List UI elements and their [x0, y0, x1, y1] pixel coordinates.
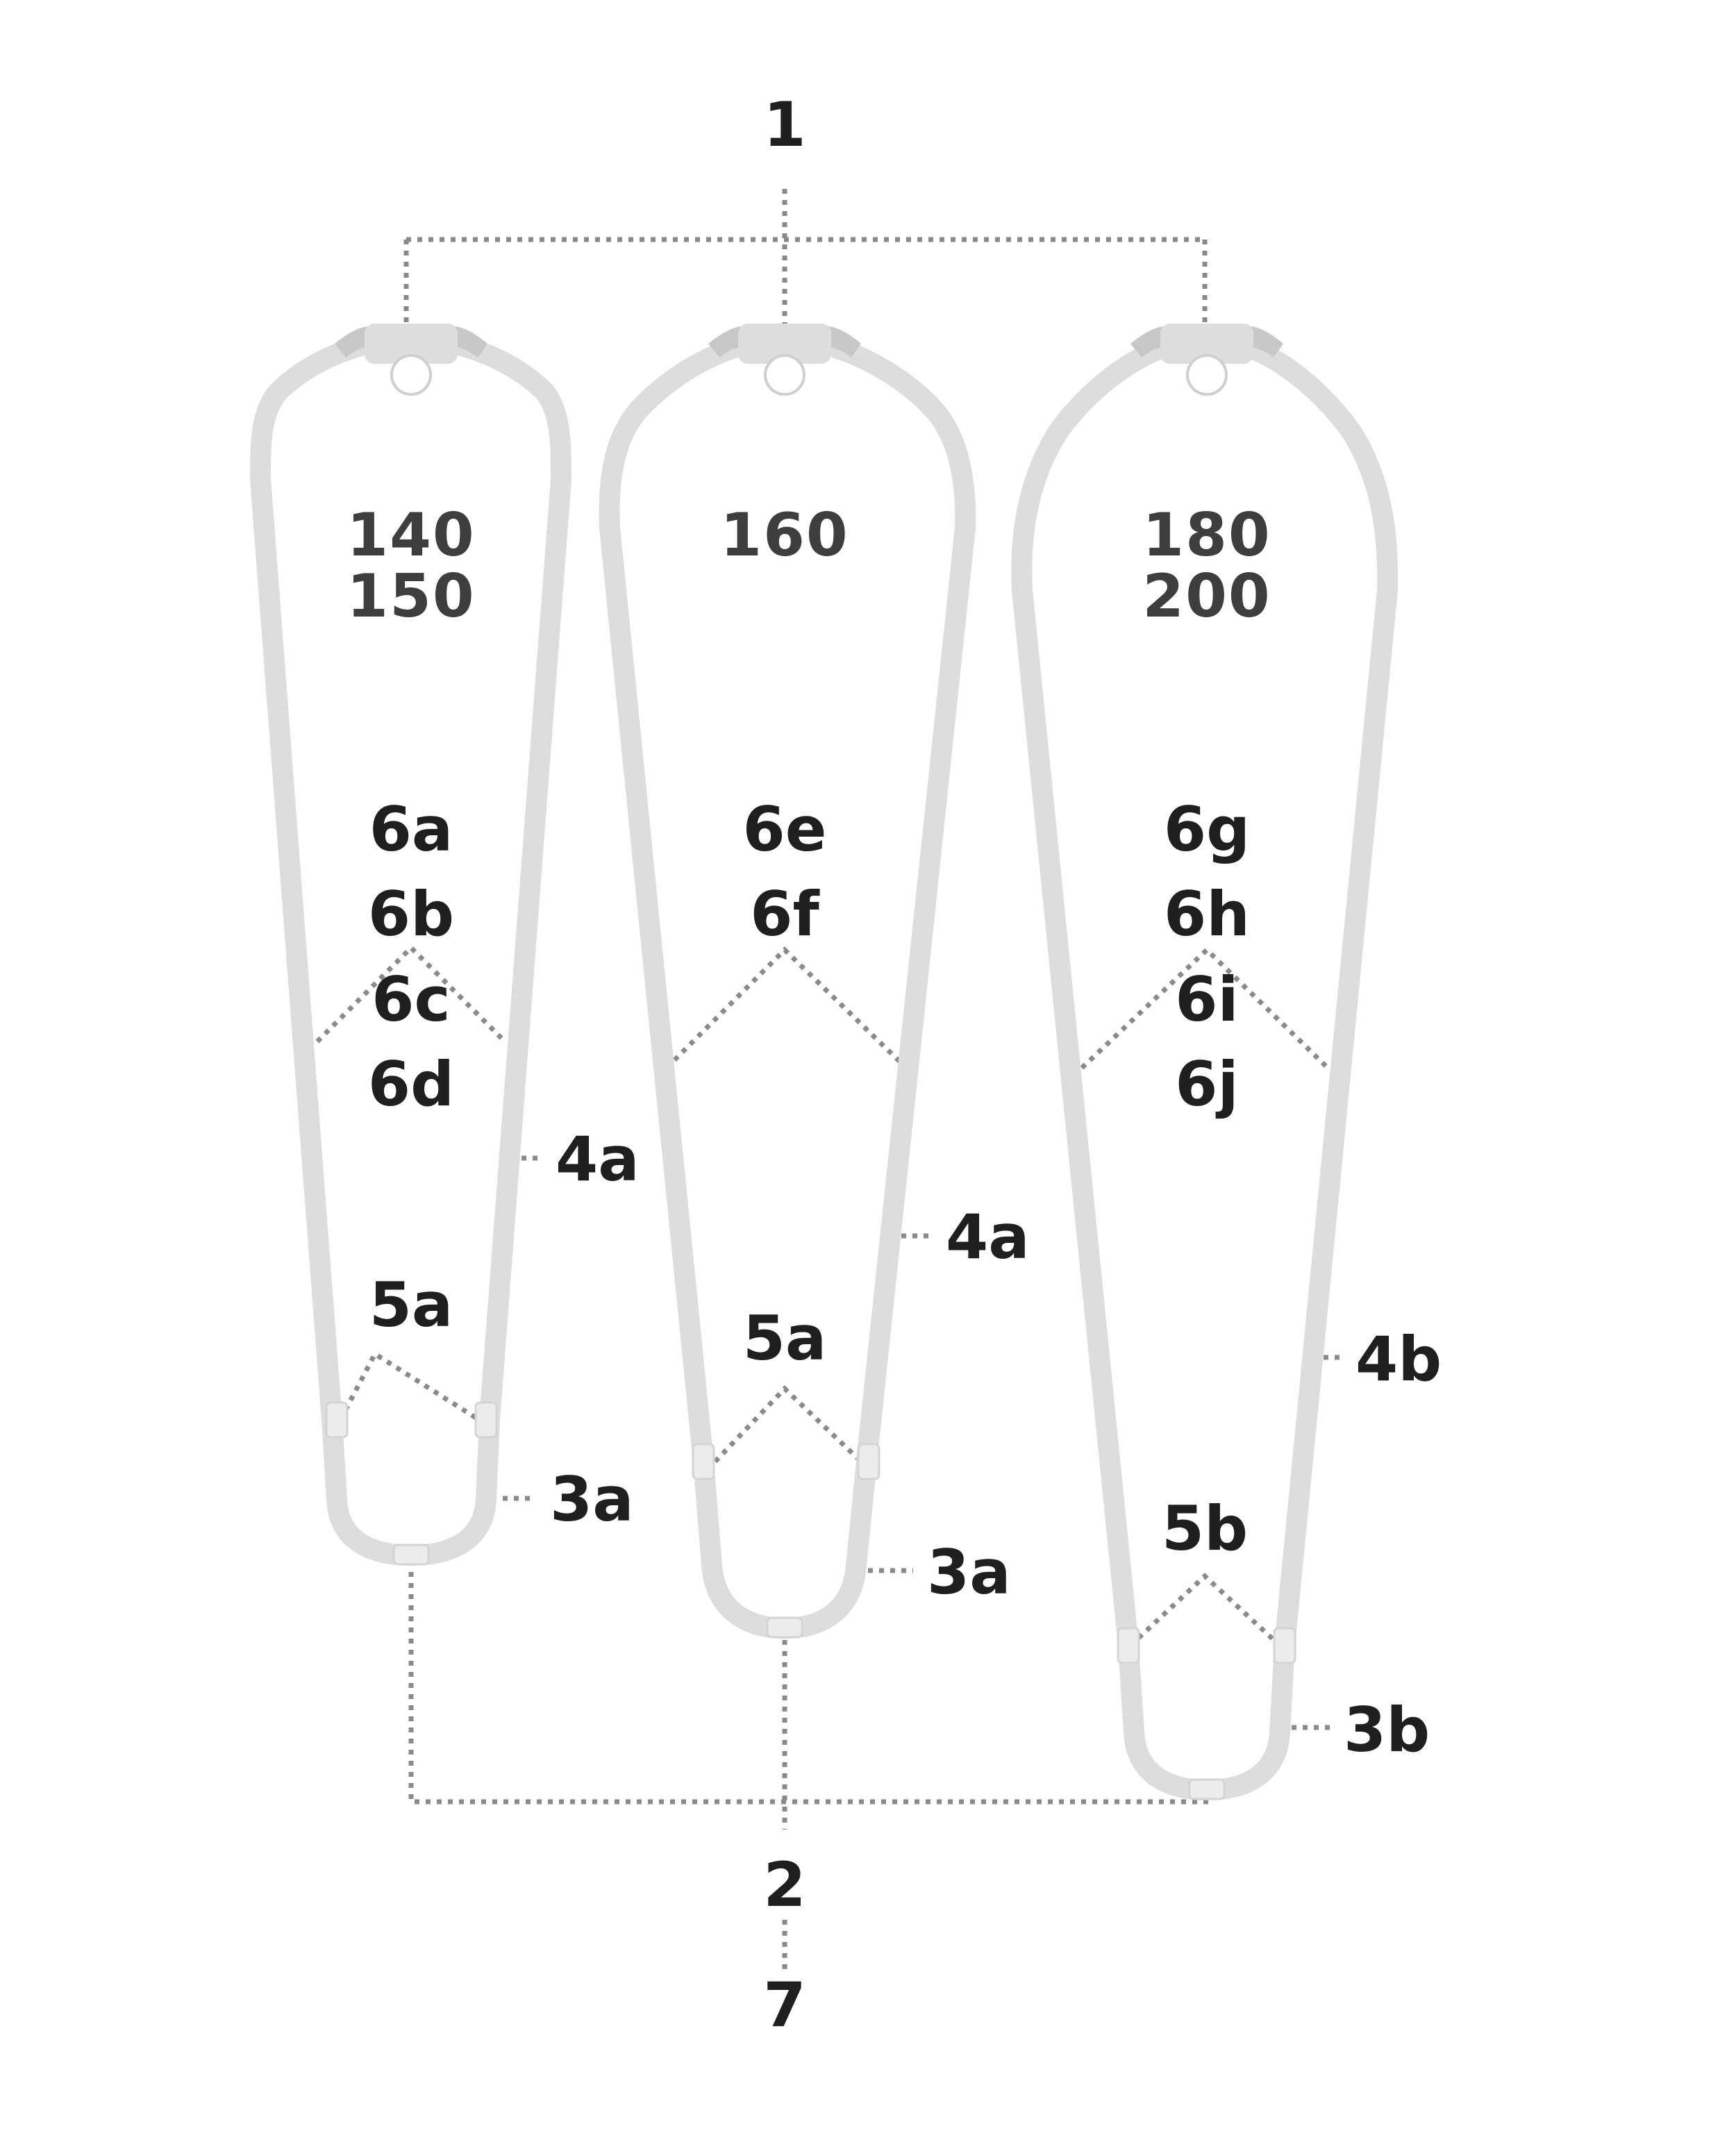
boom-2-part-2: 6f [750, 878, 820, 950]
boom-2-part-1: 6e [743, 794, 827, 865]
boom-2-front-arm-label: 4a [946, 1201, 1030, 1273]
boom-2 [599, 324, 976, 1639]
boom-2-joint-left [692, 1443, 715, 1480]
leader-5a-boom1 [337, 1350, 481, 1422]
boom-2-tail-joint [766, 1616, 803, 1639]
boom-3-tail-label: 3b [1344, 1694, 1430, 1766]
callout-1: 1 [763, 89, 806, 160]
boom-1-tail-label: 3a [550, 1464, 634, 1535]
boom-3-head [1130, 324, 1283, 396]
boom-1-part-2: 6b [368, 878, 454, 950]
boom-1 [250, 324, 571, 1566]
boom-1-part-3: 6c [372, 964, 450, 1035]
leader-6-boom3 [1080, 946, 1330, 1070]
boom-3-part-2: 6h [1164, 878, 1250, 950]
leader-bottom-bar [408, 1561, 1213, 1805]
boom-1-size-2: 150 [347, 562, 476, 631]
boom-1-part-1: 6a [369, 794, 453, 865]
leader-5a-boom2 [713, 1385, 863, 1464]
boom-3-part-4: 6j [1175, 1048, 1238, 1120]
boom-3-part-1: 6g [1164, 794, 1250, 865]
boom-1-adjuster-label: 5a [369, 1269, 453, 1341]
boom-3-joint-right [1273, 1627, 1296, 1664]
boom-2-adjuster-label: 5a [743, 1303, 827, 1374]
boom-1-joint-left [325, 1401, 349, 1439]
callout-7: 7 [763, 1969, 806, 2041]
boom-2-tail-label: 3a [927, 1537, 1011, 1608]
boom-3-size-2: 200 [1142, 562, 1271, 631]
boom-3-front-arm-label: 4b [1355, 1323, 1442, 1395]
boom-1-size-1: 140 [347, 501, 476, 570]
boom-2-size-1: 160 [720, 501, 849, 570]
boom-1-joint-right [474, 1401, 498, 1439]
boom-2-head [708, 324, 861, 396]
boom-3-part-3: 6i [1175, 964, 1238, 1035]
boom-3 [1011, 324, 1399, 1800]
boom-1-part-4: 6d [368, 1048, 454, 1120]
labels: 1 2 7 140 150 6a 6b 6c 6d 4a 5a 3a 160 6… [347, 89, 1442, 2041]
boom-3-size-1: 180 [1142, 501, 1271, 570]
callout-2: 2 [763, 1849, 806, 1920]
boom-1-tail-joint [392, 1543, 430, 1566]
boom-2-joint-right [857, 1443, 880, 1480]
leader-5b-boom3 [1128, 1573, 1282, 1648]
boom-3-tail-joint [1188, 1778, 1226, 1800]
boom-1-front-arm-label: 4a [556, 1123, 640, 1195]
boom-1-head [335, 324, 487, 396]
boom-3-joint-left [1117, 1627, 1140, 1664]
boom-3-adjuster-label: 5b [1162, 1493, 1248, 1564]
leader-6-boom2 [665, 946, 908, 1070]
